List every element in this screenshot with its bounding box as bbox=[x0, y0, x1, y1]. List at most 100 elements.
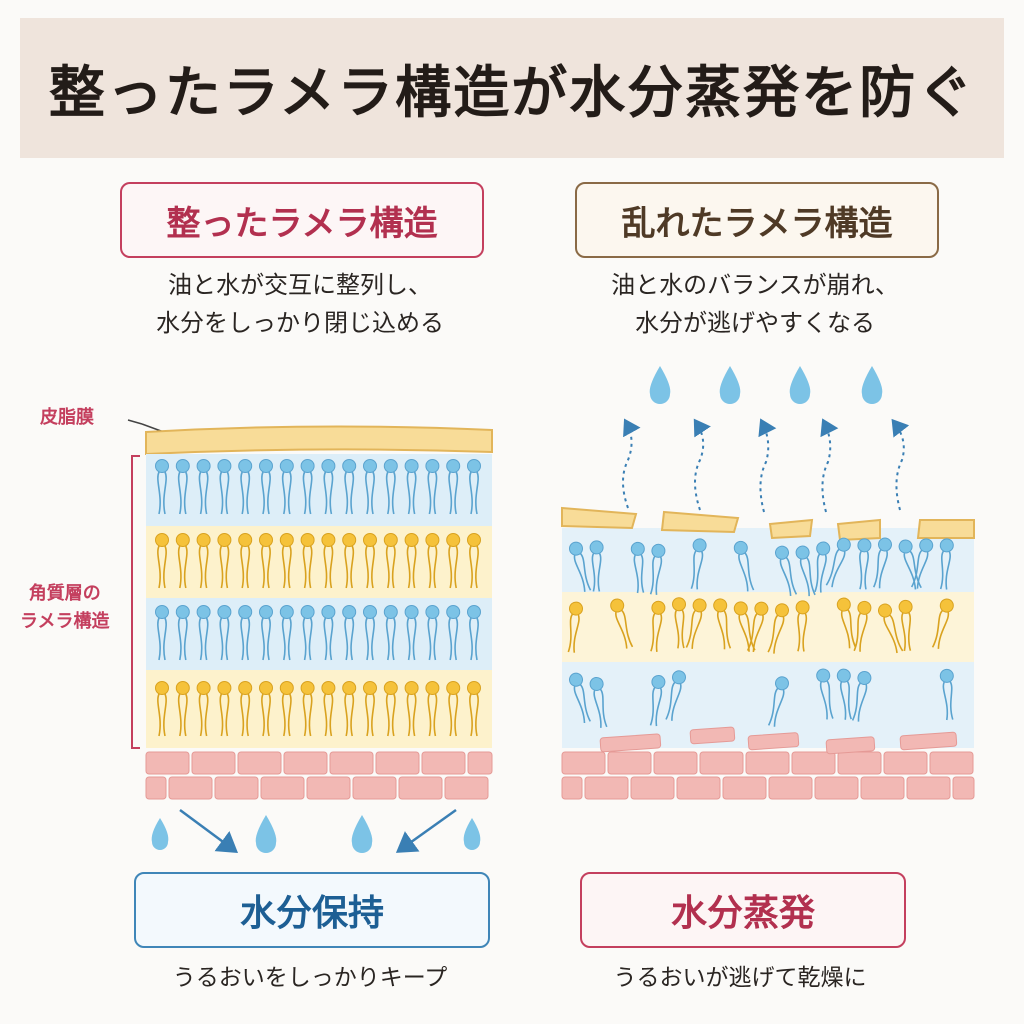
lipid-molecule bbox=[425, 605, 440, 661]
skin-cell bbox=[421, 751, 466, 775]
lipid-molecule bbox=[910, 538, 934, 589]
lipid-molecule bbox=[342, 605, 357, 661]
lipid-molecule bbox=[630, 541, 645, 594]
lipid-molecule bbox=[610, 598, 634, 649]
skin-cell bbox=[191, 751, 236, 775]
lipid-molecule bbox=[383, 533, 398, 589]
lipid-molecule bbox=[767, 676, 789, 727]
lipid-molecule bbox=[155, 605, 169, 661]
skin-cell bbox=[398, 776, 443, 800]
right-description: 油と水のバランスが崩れ、 水分が逃げやすくなる bbox=[560, 266, 950, 342]
sebum-label: 皮脂膜 bbox=[40, 407, 94, 428]
lipid-molecule bbox=[825, 537, 851, 588]
left-heading-box: 整ったラメラ構造 bbox=[120, 182, 484, 258]
lipid-molecule bbox=[816, 668, 834, 720]
skin-cell bbox=[561, 751, 606, 775]
skin-cell bbox=[952, 776, 975, 800]
skin-cell bbox=[283, 751, 328, 775]
lipid-molecule bbox=[238, 681, 253, 737]
lipid-molecule bbox=[238, 459, 253, 515]
lipid-molecule bbox=[404, 459, 419, 515]
arrow-in-left-icon bbox=[179, 808, 239, 853]
lipid-molecule bbox=[300, 681, 315, 737]
lipid-molecule bbox=[363, 459, 377, 515]
lipid-molecule bbox=[767, 603, 789, 654]
skin-cell bbox=[676, 776, 721, 800]
lipid-molecule bbox=[878, 603, 904, 654]
water-drop-icon bbox=[649, 366, 671, 404]
retention-heading: 水分保持 bbox=[239, 892, 384, 934]
skin-cell bbox=[722, 776, 767, 800]
lipid-molecule bbox=[363, 605, 377, 661]
skin-cell bbox=[145, 751, 190, 775]
lipid-molecule bbox=[853, 600, 872, 652]
lipid-molecule bbox=[321, 681, 336, 737]
broken-skin-cell bbox=[747, 732, 800, 751]
lipid-molecule bbox=[383, 459, 398, 515]
lipid-molecule bbox=[259, 459, 273, 515]
skin-cell bbox=[653, 751, 698, 775]
lipid-molecule bbox=[872, 537, 892, 589]
lamella-layer-label: 角質層の ラメラ構造 bbox=[20, 580, 109, 636]
skin-cell bbox=[260, 776, 305, 800]
broken-skin-cell bbox=[599, 733, 662, 753]
lipid-molecule bbox=[939, 538, 954, 590]
skin-cell bbox=[699, 751, 744, 775]
lipid-molecule bbox=[649, 674, 666, 727]
skin-cell bbox=[791, 751, 836, 775]
lipid-molecule bbox=[300, 605, 315, 661]
page-title: 整ったラメラ構造が水分蒸発を防ぐ bbox=[48, 59, 976, 126]
ordered-lamella-structure bbox=[127, 419, 493, 853]
left-description: 油と水が交互に整列し、 水分をしっかり閉じ込める bbox=[110, 266, 490, 342]
lipid-molecule bbox=[857, 538, 872, 590]
skin-cell bbox=[561, 776, 583, 800]
sebum-film bbox=[145, 425, 493, 456]
skin-cell bbox=[375, 751, 420, 775]
evaporation-arrow-icon bbox=[693, 418, 711, 511]
skin-cell bbox=[467, 751, 493, 775]
lamella-bracket bbox=[131, 455, 140, 749]
skin-cell bbox=[630, 776, 675, 800]
lipid-molecule bbox=[404, 605, 419, 661]
lipid-molecule bbox=[939, 668, 954, 721]
evaporation-box: 水分蒸発 bbox=[580, 872, 906, 948]
broken-skin-cell bbox=[899, 731, 958, 751]
lipid-molecule bbox=[467, 605, 481, 661]
lipid-molecule bbox=[342, 533, 357, 589]
skin-cell bbox=[237, 751, 282, 775]
lipid-molecule bbox=[404, 533, 419, 589]
skin-cell bbox=[444, 776, 489, 800]
broken-skin-cell bbox=[689, 726, 736, 745]
lipid-molecule bbox=[155, 533, 169, 589]
right-heading-box: 乱れたラメラ構造 bbox=[575, 182, 939, 258]
skin-cell bbox=[352, 776, 397, 800]
title-banner: 整ったラメラ構造が水分蒸発を防ぐ bbox=[20, 18, 1004, 158]
skin-cell bbox=[929, 751, 974, 775]
lipid-molecule bbox=[259, 681, 273, 737]
lipid-molecule bbox=[589, 676, 608, 728]
evaporation-heading: 水分蒸発 bbox=[670, 892, 815, 934]
lipid-molecule bbox=[569, 541, 592, 592]
right-desc-line2: 水分が逃げやすくなる bbox=[635, 309, 875, 337]
skin-cell bbox=[584, 776, 629, 800]
skin-cell bbox=[329, 751, 374, 775]
evaporation-arrows bbox=[622, 418, 910, 513]
lipid-molecule bbox=[155, 459, 169, 515]
lipid-molecule bbox=[795, 600, 810, 652]
lipid-molecule bbox=[217, 533, 232, 589]
water-drop-icon bbox=[861, 366, 883, 404]
lipid-molecule bbox=[196, 681, 211, 737]
lipid-molecule bbox=[851, 670, 872, 722]
lipid-molecule bbox=[238, 605, 253, 661]
skin-cell bbox=[906, 776, 951, 800]
lipid-molecule bbox=[425, 533, 440, 589]
lipid-molecule bbox=[690, 538, 707, 590]
skin-cell bbox=[814, 776, 859, 800]
evaporation-arrow-icon bbox=[891, 418, 910, 511]
lipid-molecule bbox=[279, 459, 294, 515]
skin-cell bbox=[607, 751, 652, 775]
lipid-molecule bbox=[931, 598, 954, 649]
lipid-molecule bbox=[446, 533, 461, 589]
retention-box: 水分保持 bbox=[134, 872, 490, 948]
